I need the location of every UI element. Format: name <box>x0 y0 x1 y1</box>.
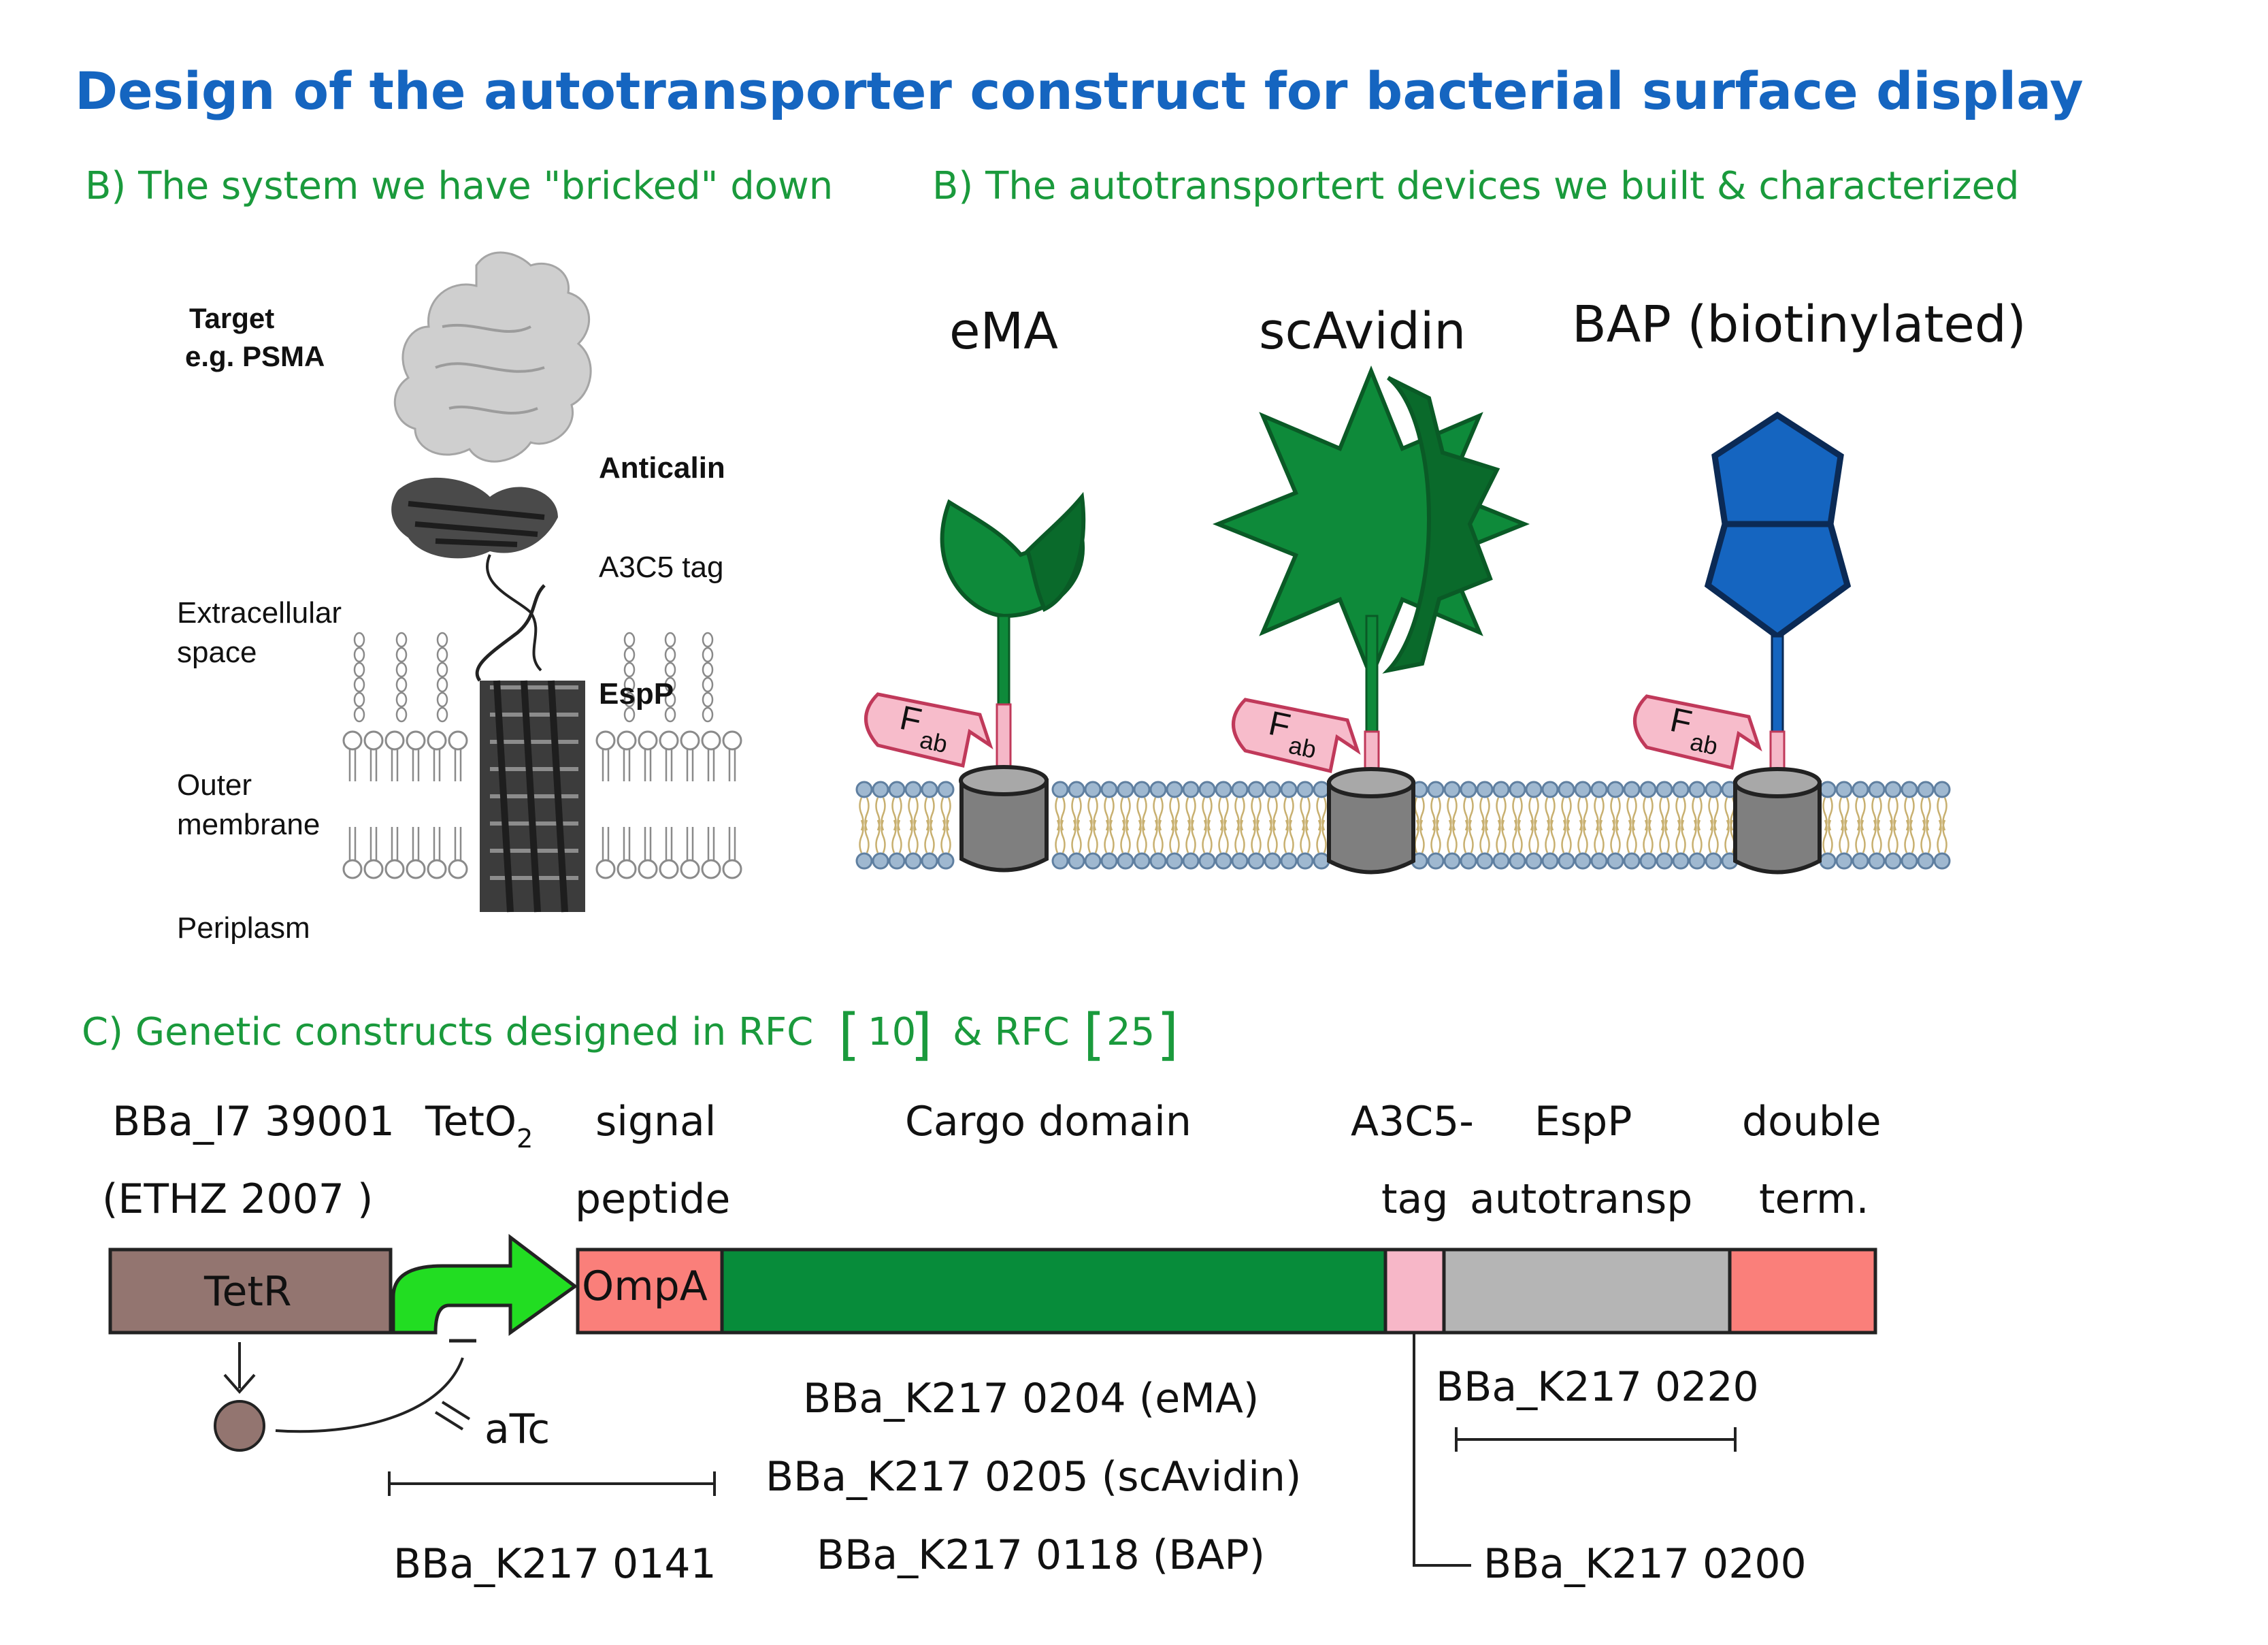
signal-label-line2: peptide <box>575 1175 730 1223</box>
promoter-arrow <box>391 1233 578 1336</box>
device-label-scavidin: scAvidin <box>1259 302 1466 361</box>
teto-label: TetO2 <box>425 1098 533 1154</box>
signal-label-line1: signal <box>595 1098 716 1145</box>
espp-label: EspP <box>599 677 674 711</box>
ompa-box-label: OmpA <box>582 1263 708 1310</box>
espp-label-line1: EspP <box>1534 1098 1632 1145</box>
device-ema: F ab <box>864 491 1086 873</box>
target-psma-surface <box>393 251 592 463</box>
rfc2-number: 25 <box>1106 1010 1155 1054</box>
anticalin-structure <box>391 477 558 672</box>
panel-c-heading-prefix: C) Genetic constructs designed in RFC <box>82 1010 813 1054</box>
outer-membrane-bilayer <box>342 730 742 879</box>
ema-fab-label: F ab <box>864 692 993 768</box>
bba-i7-label-line1: BBa_I7 39001 <box>112 1098 395 1145</box>
espp-label-line2: autotransp <box>1470 1175 1692 1223</box>
ema-espp-cylinder <box>959 765 1049 873</box>
genetic-construct: TetR OmpA <box>108 1233 1877 1336</box>
extracellular-label-line1: Extracellular <box>177 596 342 630</box>
part-k2170200: BBa_K217 0200 <box>1483 1540 1807 1588</box>
anticalin-label: Anticalin <box>599 451 725 485</box>
extracellular-label-line2: space <box>177 636 257 669</box>
bba-i7-label-line2: (ETHZ 2007 ) <box>102 1175 373 1223</box>
ompa-box <box>576 1248 724 1335</box>
double-term-label-line2: term. <box>1759 1175 1869 1223</box>
panel-b-right-heading: B) The autotransportert devices we built… <box>932 164 2020 208</box>
bap-espp-cylinder <box>1733 767 1822 875</box>
scavidin-espp-cylinder <box>1327 767 1415 875</box>
bap-fab-label: F ab <box>1633 694 1762 770</box>
rfc2-bracket-close: ] <box>1157 1003 1179 1067</box>
a3c5-label-line2: tag <box>1381 1175 1448 1223</box>
svg-text:ab: ab <box>1286 731 1319 764</box>
rfc1-bracket-close: ] <box>910 1003 932 1067</box>
tetr-box-label: TetR <box>203 1268 292 1316</box>
cargo-box <box>720 1248 1387 1335</box>
espp-membrane-illustration: Target e.g. PSMA Anticalin A3C5 tag Extr… <box>177 251 742 945</box>
svg-text:ab: ab <box>917 726 950 758</box>
espp-box <box>1442 1248 1732 1335</box>
rfc2-bracket-open: [ <box>1083 1003 1105 1067</box>
rfc-and-text: & RFC <box>953 1010 1070 1054</box>
part-k2170205: BBa_K217 0205 (scAvidin) <box>766 1453 1301 1501</box>
part-k2170118: BBa_K217 0118 (BAP) <box>817 1531 1265 1579</box>
bap-cargo-shape <box>1704 411 1852 640</box>
part-annotations: BBa_K217 0141 BBa_K217 0204 (eMA) BBa_K2… <box>388 1333 1807 1588</box>
page-title: Design of the autotransporter construct … <box>75 61 2084 121</box>
panel-c-heading: C) Genetic constructs designed in RFC [ … <box>82 1003 1179 1067</box>
tetr-protein <box>214 1400 265 1452</box>
part-k2170141: BBa_K217 0141 <box>393 1540 717 1588</box>
scavidin-fab-label: F ab <box>1232 698 1361 774</box>
part-k2170204: BBa_K217 0204 (eMA) <box>803 1375 1259 1422</box>
cargo-domain-label: Cargo domain <box>905 1098 1191 1145</box>
device-label-ema: eMA <box>949 302 1058 361</box>
rfc1-bracket-open: [ <box>838 1003 860 1067</box>
ema-cargo-shape <box>940 491 1086 619</box>
part-k2170220: BBa_K217 0220 <box>1436 1363 1759 1411</box>
device-label-bap: BAP (biotinylated) <box>1572 295 2026 354</box>
outer-membrane-label-line1: Outer <box>177 768 252 802</box>
tetr-regulation: aTc <box>214 1339 550 1453</box>
espp-barrel <box>475 584 585 913</box>
device-bap: F ab <box>1633 411 1852 875</box>
tetr-box <box>108 1248 393 1335</box>
terminator-box <box>1728 1248 1877 1335</box>
periplasm-label: Periplasm <box>177 911 310 945</box>
a3c5-label-line1: A3C5- <box>1351 1098 1474 1145</box>
a3c5-tag-label: A3C5 tag <box>599 551 723 584</box>
target-label-line2: e.g. PSMA <box>185 340 325 372</box>
rfc1-number: 10 <box>868 1010 916 1054</box>
panel-b-left-heading: B) The system we have "bricked" down <box>85 164 833 208</box>
a3c5-tag-box <box>1383 1248 1446 1335</box>
atc-label: aTc <box>484 1405 550 1453</box>
target-label-line1: Target <box>189 302 274 334</box>
outer-membrane-label-line2: membrane <box>177 808 320 841</box>
lps-chains <box>353 632 714 723</box>
svg-text:ab: ab <box>1688 728 1720 760</box>
double-term-label-line1: double <box>1742 1098 1881 1145</box>
device-scavidin: F ab <box>1212 365 1530 875</box>
